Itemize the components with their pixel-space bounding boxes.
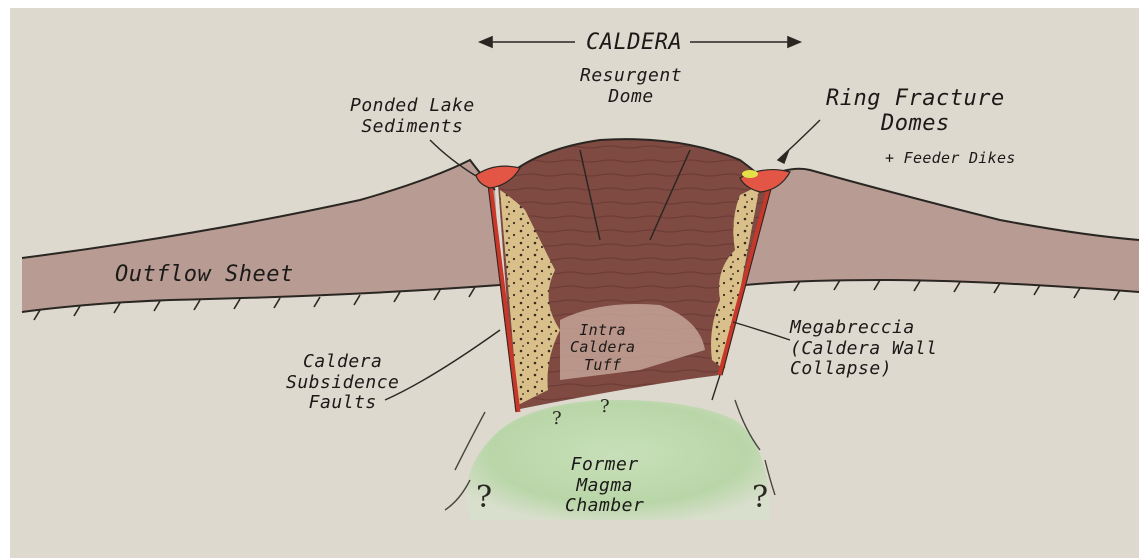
- unknown-mark-left: ?: [476, 480, 492, 515]
- caldera-label: CALDERA: [586, 30, 682, 55]
- caldera-subsidence-faults-label: Caldera Subsidence Faults: [286, 352, 399, 414]
- former-magma-chamber-label: Former Magma Chamber: [565, 455, 644, 517]
- resurgent-dome-label: Resurgent Dome: [580, 66, 682, 107]
- unknown-mark-mid-left: ?: [552, 408, 562, 429]
- ponded-lake-sediments-label: Ponded Lake Sediments: [350, 96, 475, 137]
- intra-caldera-tuff-label: Intra Caldera Tuff: [570, 322, 635, 374]
- ring-fracture-domes-label: Ring Fracture Domes: [826, 86, 1005, 137]
- unknown-mark-right: ?: [752, 480, 768, 515]
- unknown-mark-mid-right: ?: [600, 396, 610, 417]
- outflow-sheet-label: Outflow Sheet: [115, 262, 294, 287]
- feeder-dikes-label: + Feeder Dikes: [885, 150, 1016, 167]
- megabreccia-label: Megabreccia (Caldera Wall Collapse): [790, 318, 937, 380]
